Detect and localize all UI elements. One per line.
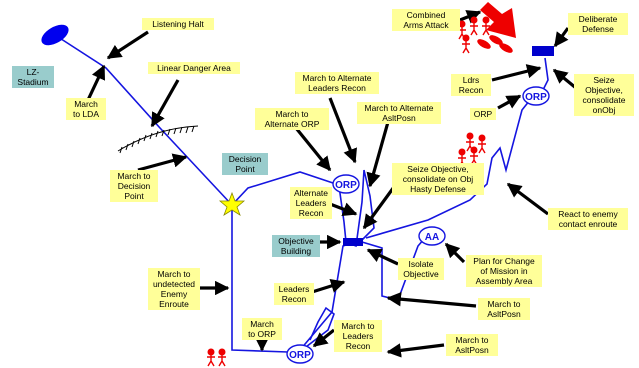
enemy-soldiers-mid-icon bbox=[458, 132, 486, 168]
march-to-alt-asltposn-label: March to Alternate AsltPosn bbox=[357, 102, 441, 124]
combined-arms-attack-arrow-icon bbox=[480, 2, 516, 38]
route-lz-to-decision-point bbox=[54, 34, 233, 206]
isolate-objective-label: Isolate Objective bbox=[398, 258, 444, 280]
arrow-march-to-alt-asltposn bbox=[366, 121, 390, 188]
objective-building-label: Objective Building bbox=[272, 235, 320, 257]
arrow-combined-arms bbox=[459, 10, 482, 24]
arrow-ldrs-recon bbox=[491, 64, 542, 82]
orp-bottom-marker: ORP bbox=[286, 344, 314, 364]
orp-label: ORP bbox=[470, 108, 496, 120]
leaders-recon-label: Leaders Recon bbox=[274, 283, 314, 305]
lz-stadium-label: LZ- Stadium bbox=[12, 66, 54, 88]
orp-right-text: ORP bbox=[525, 92, 547, 103]
arrow-march-to-decision-point bbox=[137, 153, 188, 172]
seize-objective-hasty-label: Seize Objective, consolidate on Obj Hast… bbox=[392, 163, 484, 195]
arrows bbox=[86, 10, 578, 358]
plan-for-change-label: Plan for Change of Mission in Assembly A… bbox=[466, 255, 542, 287]
listening-halt-label: Listening Halt bbox=[142, 18, 214, 30]
march-to-asltposn-1-label: March to AsltPosn bbox=[478, 298, 530, 320]
lz-ellipse-icon bbox=[41, 24, 69, 46]
march-to-asltposn-2-label: March to AsltPosn bbox=[446, 334, 498, 356]
seize-objective-onobj-label: Seize Objective, consolidate onObj bbox=[574, 74, 634, 116]
combined-arms-attack-label: Combined Arms Attack bbox=[392, 9, 460, 31]
arrow-linear-danger-area bbox=[150, 79, 180, 128]
decision-point-star-icon bbox=[218, 191, 246, 216]
route-to-alternate-orp bbox=[231, 171, 337, 206]
march-to-orp-label: March to ORP bbox=[242, 318, 282, 340]
orp-right-marker: ORP bbox=[522, 86, 550, 106]
arrow-march-to-asltposn-1 bbox=[386, 292, 477, 308]
arrow-march-to-asltposn-2 bbox=[386, 343, 445, 358]
arrow-react-to-enemy bbox=[506, 182, 549, 216]
enemy-soldiers-top-icon bbox=[458, 16, 513, 54]
enemy-soldiers-bottom-icon bbox=[207, 348, 226, 367]
orp-bottom-text: ORP bbox=[289, 350, 311, 361]
arrow-deliberate-defense bbox=[553, 27, 570, 48]
orp-top-text: ORP bbox=[335, 180, 357, 191]
march-to-decision-point-label: March to Decision Point bbox=[110, 170, 158, 202]
arrow-seize-onobj bbox=[552, 68, 578, 90]
react-to-enemy-label: React to enemy contact enroute bbox=[548, 208, 628, 230]
route-aa-to-right-orp bbox=[365, 99, 531, 239]
arrow-alternate-leaders-recon bbox=[329, 202, 358, 217]
march-to-lda-label: March to LDA bbox=[66, 98, 106, 120]
arrow-leaders-recon bbox=[311, 278, 346, 294]
deliberate-defense-label: Deliberate Defense bbox=[568, 13, 628, 35]
aa-marker: AA bbox=[418, 226, 446, 246]
march-to-undetected-label: March to undetected Enemy Enroute bbox=[148, 268, 200, 310]
orp-top-marker: ORP bbox=[332, 174, 360, 194]
deliberate-defense-building-icon bbox=[532, 46, 554, 56]
aa-text: AA bbox=[425, 232, 439, 243]
ldrs-recon-label: Ldrs Recon bbox=[451, 74, 491, 96]
decision-point-label: Decision Point bbox=[222, 153, 268, 175]
march-to-alt-leaders-recon-label: March to Alternate Leaders Recon bbox=[295, 72, 379, 94]
march-to-alt-orp-label: March to Alternate ORP bbox=[255, 108, 329, 130]
route-south-to-bottom-orp bbox=[231, 205, 289, 353]
arrow-listening-halt bbox=[106, 30, 149, 60]
linear-danger-area-line bbox=[117, 125, 199, 154]
march-to-leaders-recon-label: March to Leaders Recon bbox=[334, 320, 382, 352]
arrow-plan-for-change bbox=[444, 242, 466, 264]
objective-building-icon bbox=[343, 238, 363, 246]
linear-danger-area-label: Linear Danger Area bbox=[148, 62, 240, 74]
arrow-march-to-lda bbox=[86, 64, 106, 101]
arrow-isolate-objective bbox=[366, 248, 399, 266]
arrow-march-to-alt-leaders-recon bbox=[328, 97, 357, 164]
arrow-orp bbox=[497, 94, 522, 110]
arrow-march-to-leaders-recon bbox=[312, 328, 335, 348]
alternate-leaders-recon-label: Alternate Leaders Recon bbox=[290, 187, 332, 219]
arrow-march-to-alt-orp bbox=[294, 126, 332, 172]
